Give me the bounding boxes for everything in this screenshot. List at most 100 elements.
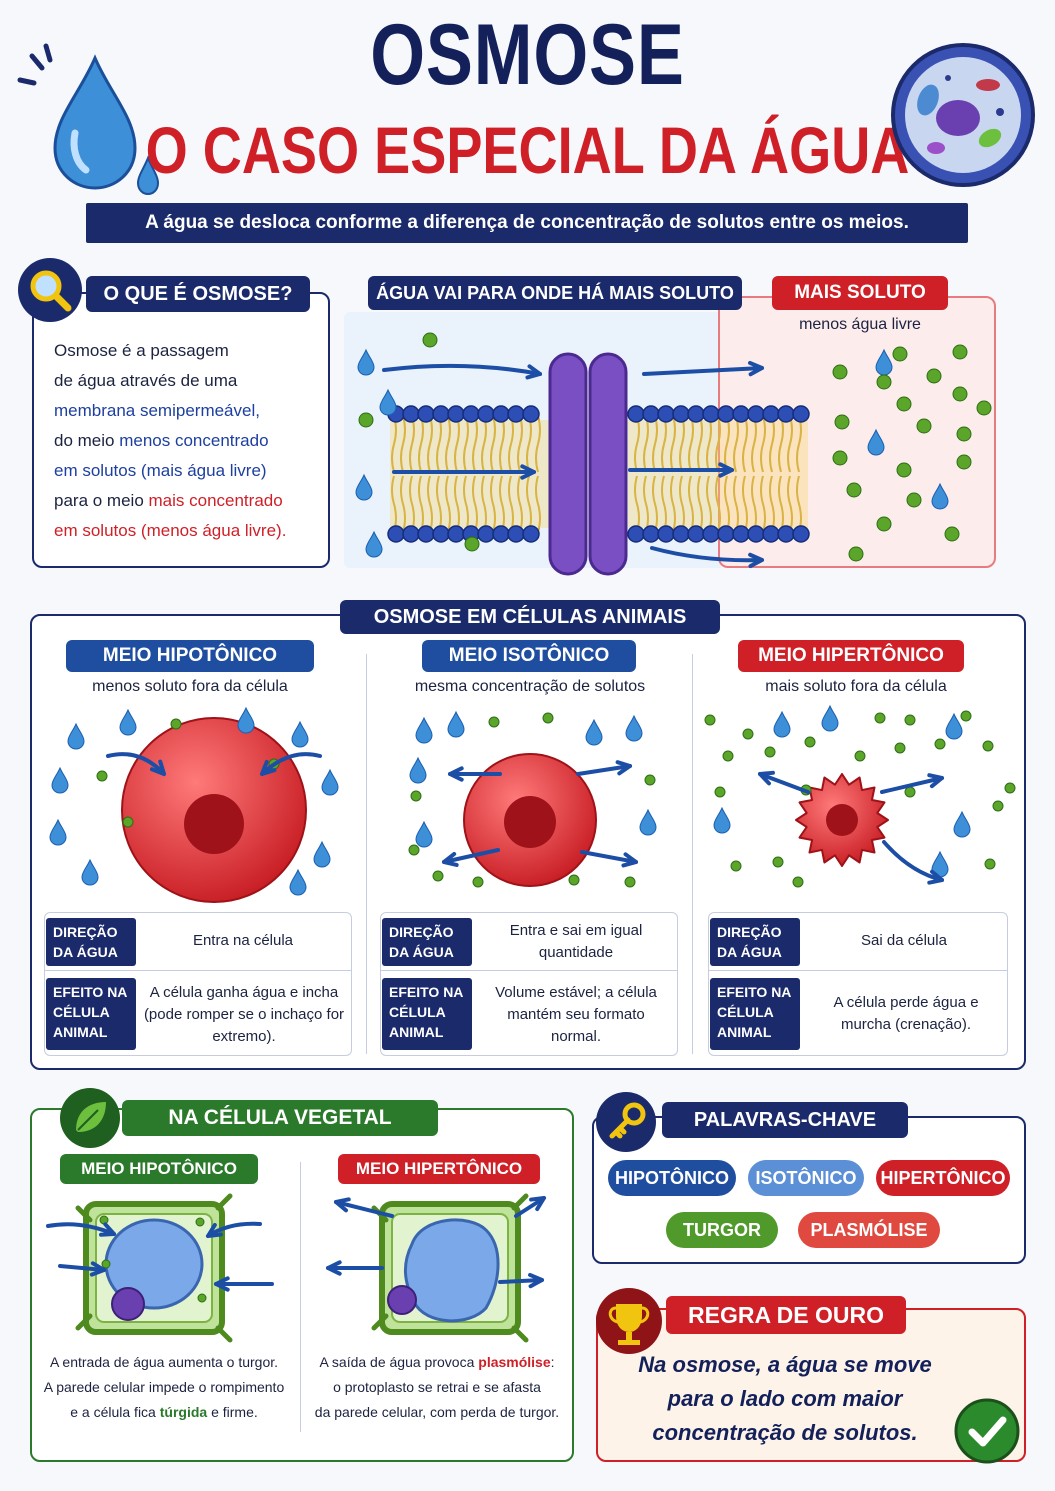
water-drop-icon — [821, 704, 839, 732]
solute-particle — [122, 816, 134, 828]
lipid-tail — [787, 415, 793, 473]
lipid-tail — [445, 475, 451, 533]
arrow-icon — [580, 850, 638, 864]
lipid-tail — [481, 475, 487, 533]
lipid-tail — [742, 415, 748, 473]
tagline-banner: A água se desloca conforme a diferença d… — [86, 203, 968, 243]
lipid-tail — [391, 415, 397, 473]
phospholipid-head — [492, 525, 510, 543]
direction-label: DIREÇÃO DA ÁGUA — [710, 918, 800, 966]
hypertonic-direction: Sai da célula — [861, 932, 947, 949]
lipid-layer — [628, 420, 808, 528]
phospholipid-head — [777, 525, 795, 543]
solute-particle — [464, 536, 480, 552]
phospholipid-head — [507, 405, 525, 423]
phospholipid-head — [522, 405, 540, 423]
membrane-diagram — [355, 332, 992, 576]
lipid-tail — [508, 475, 514, 533]
solute-particle — [488, 716, 500, 728]
water-drop-icon — [379, 388, 397, 416]
phospholipid-head — [432, 405, 450, 423]
hypotonic-direction: Entra na célula — [192, 932, 294, 949]
water-drop-icon — [867, 428, 885, 456]
water-drop-icon — [357, 348, 375, 376]
solute-particle — [410, 790, 422, 802]
arrow-icon — [442, 848, 500, 864]
lipid-tail — [742, 475, 748, 533]
phospholipid-head — [762, 525, 780, 543]
phospholipid-head — [522, 525, 540, 543]
solute-particle — [896, 396, 912, 412]
hypertonic-sub: mais soluto fora da célula — [765, 678, 947, 695]
solute-particle — [952, 344, 968, 360]
phospholipid-head — [492, 405, 510, 423]
membrane-heading: ÁGUA VAI PARA ONDE HÁ MAIS SOLUTO — [368, 276, 742, 310]
column-divider — [300, 1162, 301, 1432]
solute-particle — [892, 346, 908, 362]
lipid-tail — [652, 475, 658, 533]
keyword-hypertonic: HIPERTÔNICO — [876, 1160, 1010, 1196]
arrow-icon — [880, 776, 944, 794]
nucleus — [111, 1287, 145, 1321]
solute-particle — [358, 412, 374, 428]
water-drop-icon — [67, 722, 85, 750]
page-title: OSMOSE — [370, 7, 685, 103]
solute-particle — [624, 876, 636, 888]
lipid-tail — [688, 415, 694, 473]
arrow-icon — [882, 840, 944, 882]
solute-particle — [432, 870, 444, 882]
lipid-tail — [679, 475, 685, 533]
isotonic-title: MEIO ISOTÔNICO — [422, 640, 636, 672]
isotonic-direction: Entra e sai em igual quantidade — [509, 922, 643, 961]
solute-particle — [568, 874, 580, 886]
solute-particle — [742, 728, 754, 740]
lipid-tail — [661, 475, 667, 533]
arrowhead-icon — [334, 1197, 351, 1213]
phospholipid-head — [672, 405, 690, 423]
solute-particle — [916, 418, 932, 434]
arrow-icon — [260, 752, 322, 776]
arrowhead-icon — [758, 770, 775, 786]
arrow-icon — [46, 1222, 116, 1236]
water-drop-icon — [81, 858, 99, 886]
lipid-tail — [535, 475, 541, 533]
lipid-tail — [769, 415, 775, 473]
arrowhead-icon — [149, 759, 166, 776]
solute-particle — [934, 738, 946, 750]
arrow-icon — [576, 764, 632, 776]
lipid-tail — [499, 415, 505, 473]
water-drop-icon — [321, 768, 339, 796]
arrowhead-icon — [448, 766, 464, 782]
lipid-tail — [643, 475, 649, 533]
lipid-tail — [535, 415, 541, 473]
shrunken-vacuole — [404, 1218, 500, 1323]
lipid-tail — [706, 475, 712, 533]
lipid-tail — [472, 475, 478, 533]
arrowhead-icon — [528, 1272, 544, 1289]
arrowhead-icon — [927, 869, 944, 885]
phospholipid-head — [417, 405, 435, 423]
direction-label: DIREÇÃO DA ÁGUA — [46, 918, 136, 966]
phospholipid-head — [627, 525, 645, 543]
leaf-icon — [60, 1088, 120, 1148]
water-drop-icon — [585, 718, 603, 746]
water-drop-icon — [713, 806, 731, 834]
solute-particle — [976, 400, 992, 416]
lipid-tail — [445, 415, 451, 473]
lipid-tail — [481, 415, 487, 473]
solute-particle — [422, 332, 438, 348]
solute-particle — [982, 740, 994, 752]
lipid-tail — [679, 415, 685, 473]
lipid-tail — [490, 475, 496, 533]
arrowhead-icon — [748, 360, 764, 377]
lipid-tail — [517, 415, 523, 473]
solute-particle — [956, 426, 972, 442]
water-drop-icon — [49, 818, 67, 846]
what-is-text: Osmose é a passagem de água através de u… — [54, 341, 287, 540]
solute-particle — [730, 860, 742, 872]
channel-protein — [588, 352, 628, 576]
lipid-tail — [670, 475, 676, 533]
water-drop-icon — [625, 714, 643, 742]
arrow-icon — [758, 772, 810, 794]
solute-particle — [944, 526, 960, 542]
